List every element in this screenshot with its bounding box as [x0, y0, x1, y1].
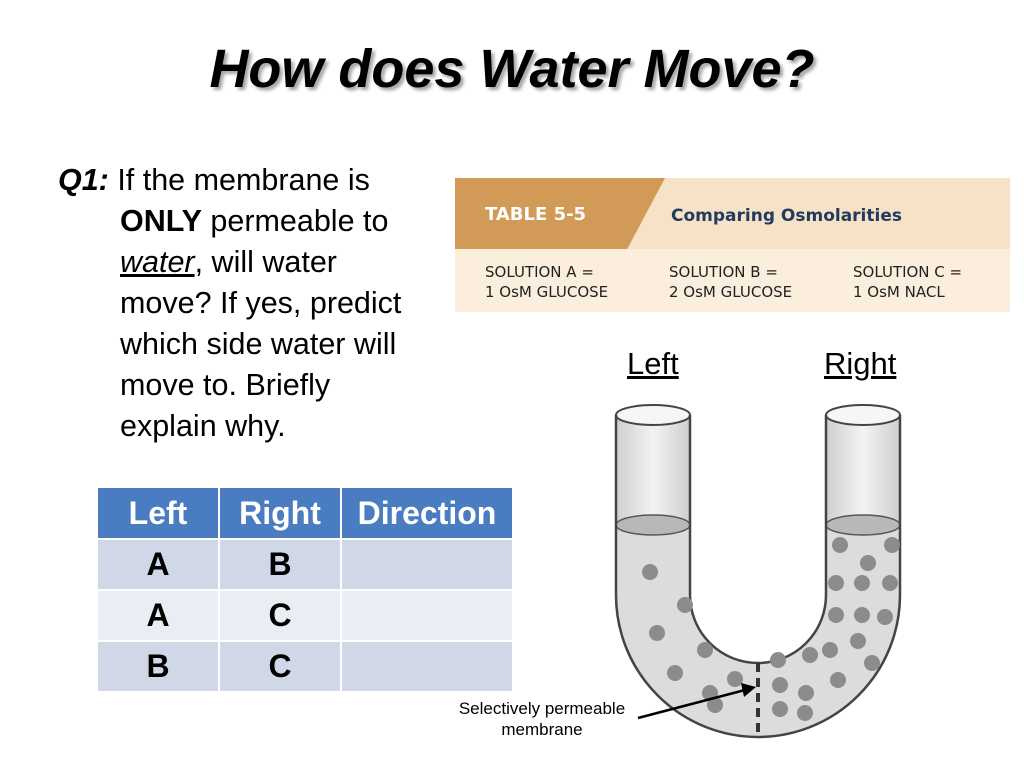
question-line-5: which side water will — [120, 327, 397, 361]
cell-left: B — [96, 640, 220, 693]
right-side-label: Right — [824, 346, 897, 381]
right-solute-particles — [770, 537, 900, 721]
slide-title: How does Water Move? — [209, 39, 815, 99]
question-line-1: If the membrane is — [108, 163, 370, 197]
table-row: B C — [96, 640, 514, 693]
solution-b-line2: 2 OsM GLUCOSE — [669, 283, 793, 301]
solution-c: SOLUTION C = 1 OsM NACL — [853, 262, 962, 302]
membrane-label-line2: membrane — [501, 720, 583, 739]
right-tube-opening — [825, 404, 901, 426]
question-label: Q1: — [58, 163, 109, 197]
right-meniscus — [825, 514, 901, 536]
left-meniscus — [615, 514, 691, 536]
question-line-2: permeable to — [201, 204, 389, 238]
cell-right: C — [218, 640, 342, 693]
cell-left: A — [96, 589, 220, 642]
u-tube-inner-wall — [688, 415, 828, 665]
header-right: Right — [218, 486, 342, 540]
cell-direction[interactable] — [340, 538, 514, 591]
reference-table-caption: Comparing Osmolarities — [671, 206, 902, 226]
solution-a: SOLUTION A = 1 OsM GLUCOSE — [485, 262, 608, 302]
reference-table-header: TABLE 5-5 Comparing Osmolarities — [455, 178, 1010, 249]
question-only-bold: ONLY — [120, 204, 202, 238]
cell-direction[interactable] — [340, 640, 514, 693]
solution-c-line2: 1 OsM NACL — [853, 283, 945, 301]
solution-b-line1: SOLUTION B = — [669, 263, 778, 281]
left-tube-opening — [615, 404, 691, 426]
header-direction: Direction — [340, 486, 514, 540]
cell-right: C — [218, 589, 342, 642]
cell-direction[interactable] — [340, 589, 514, 642]
osmolarity-reference-table: TABLE 5-5 Comparing Osmolarities SOLUTIO… — [455, 178, 1010, 312]
reference-table-tag-bg — [455, 178, 665, 249]
question-text: Q1: If the membrane is ONLY permeable to… — [58, 160, 458, 447]
left-side-label: Left — [627, 346, 679, 381]
left-solute-particles — [642, 564, 743, 713]
left-tube-empty — [616, 415, 690, 525]
question-line-7: explain why. — [120, 409, 286, 443]
table-row: A B — [96, 538, 514, 591]
answer-table-header: Left Right Direction — [96, 486, 514, 540]
cell-left: A — [96, 538, 220, 591]
solution-c-line1: SOLUTION C = — [853, 263, 963, 281]
solution-a-line2: 1 OsM GLUCOSE — [485, 283, 609, 301]
question-line-6: move to. Briefly — [120, 368, 331, 402]
membrane-pointer-line — [637, 688, 746, 720]
reference-table-body: SOLUTION A = 1 OsM GLUCOSE SOLUTION B = … — [455, 249, 1010, 312]
question-line-4: move? If yes, predict — [120, 286, 402, 320]
u-tube-diagram — [614, 404, 902, 739]
membrane-label: Selectively permeable membrane — [437, 698, 647, 740]
answer-table: Left Right Direction A B A C B C — [96, 486, 514, 693]
membrane-pointer-arrowhead — [741, 683, 756, 697]
u-tube-outer-wall — [614, 415, 902, 739]
solution-a-line1: SOLUTION A = — [485, 263, 594, 281]
right-tube-empty — [826, 415, 900, 525]
u-tube-liquid — [616, 525, 900, 737]
solution-b: SOLUTION B = 2 OsM GLUCOSE — [669, 262, 792, 302]
membrane-label-line1: Selectively permeable — [458, 699, 626, 718]
cell-right: B — [218, 538, 342, 591]
header-left: Left — [96, 486, 220, 540]
question-line-3: , will water — [194, 245, 337, 279]
reference-table-tag: TABLE 5-5 — [485, 204, 587, 225]
table-row: A C — [96, 589, 514, 642]
question-water-emphasis: water — [120, 245, 195, 279]
